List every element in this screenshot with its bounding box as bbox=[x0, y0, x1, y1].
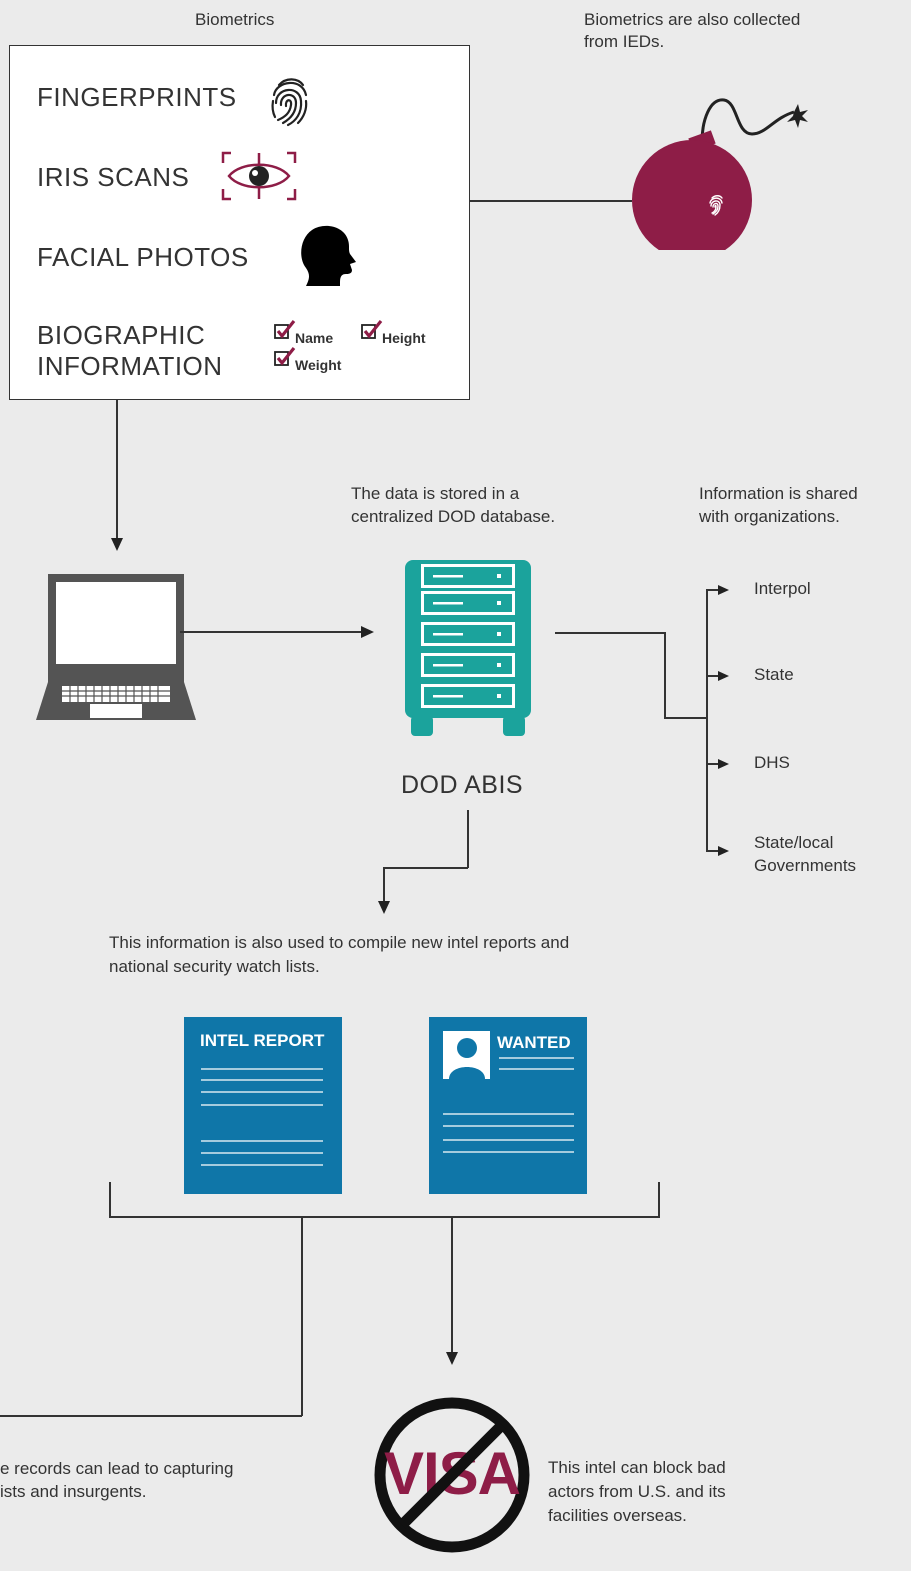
org-state: State bbox=[754, 665, 794, 684]
bomb-icon bbox=[628, 90, 813, 250]
org-dhs: DHS bbox=[754, 753, 790, 772]
arrow-right-icon bbox=[361, 625, 375, 639]
fingerprint-icon bbox=[268, 73, 312, 127]
reports-to-visa-line bbox=[451, 1216, 453, 1354]
biographic-label-line2: INFORMATION bbox=[37, 351, 223, 381]
org-state-local-line1: State/local bbox=[754, 833, 834, 852]
database-caption-line2: centralized DOD database. bbox=[351, 507, 556, 526]
capture-text-line1: e records can lead to capturing bbox=[0, 1459, 234, 1478]
arrow-right-icon bbox=[718, 670, 730, 682]
person-silhouette-icon bbox=[443, 1031, 574, 1153]
ied-caption-line2: from IEDs. bbox=[584, 32, 665, 51]
biometrics-box: FINGERPRINTS IRIS SCANS bbox=[9, 45, 470, 400]
block-text-line1: This intel can block bad bbox=[548, 1458, 726, 1477]
arrow-down-icon bbox=[377, 901, 391, 915]
weight-checkbox bbox=[274, 347, 296, 367]
document-lines-icon bbox=[201, 1068, 323, 1166]
db-to-orgs-line-a bbox=[555, 632, 665, 634]
reports-bracket-right bbox=[658, 1182, 660, 1217]
block-text-line2: actors from U.S. and its bbox=[548, 1482, 726, 1501]
wanted-title: WANTED bbox=[497, 1033, 571, 1052]
orgs-vertical-line bbox=[706, 589, 708, 851]
box-to-laptop-line bbox=[116, 400, 118, 540]
db-to-orgs-line-c bbox=[664, 717, 707, 719]
arrow-right-icon bbox=[718, 584, 730, 596]
laptop-icon bbox=[36, 574, 196, 720]
arrow-right-icon bbox=[718, 758, 730, 770]
arrow-down-icon bbox=[110, 538, 124, 552]
capture-horizontal-line bbox=[0, 1415, 302, 1417]
reports-to-capture-line bbox=[301, 1216, 303, 1416]
wanted-poster-document: WANTED bbox=[429, 1017, 587, 1194]
db-to-reports-line-b bbox=[383, 867, 468, 869]
org-interpol: Interpol bbox=[754, 579, 811, 598]
org-branch-line bbox=[706, 589, 720, 591]
intel-report-document: INTEL REPORT bbox=[184, 1017, 342, 1194]
org-branch-line bbox=[706, 675, 720, 677]
reports-bracket-left bbox=[109, 1182, 111, 1217]
intel-report-title: INTEL REPORT bbox=[200, 1031, 325, 1050]
fingerprints-label: FINGERPRINTS bbox=[37, 82, 237, 112]
laptop-to-database-line bbox=[180, 631, 363, 633]
reports-caption-line2: national security watch lists. bbox=[109, 957, 320, 976]
server-rack-icon bbox=[405, 560, 531, 738]
name-check-label: Name bbox=[295, 330, 334, 346]
ied-caption-line1: Biometrics are also collected bbox=[584, 10, 801, 29]
iris-scans-label: IRIS SCANS bbox=[37, 162, 190, 192]
name-checkbox bbox=[274, 320, 296, 340]
sharing-caption-line2: with organizations. bbox=[699, 507, 840, 526]
sharing-caption-line1: Information is shared bbox=[699, 484, 858, 503]
db-to-reports-line-a bbox=[467, 810, 469, 868]
reports-caption-line1: This information is also used to compile… bbox=[109, 933, 570, 952]
org-state-local-line2: Governments bbox=[754, 856, 857, 875]
arrow-down-icon bbox=[445, 1352, 459, 1366]
db-to-orgs-line-b bbox=[664, 632, 666, 718]
height-checkbox bbox=[361, 320, 383, 340]
reports-bracket-bottom bbox=[109, 1216, 660, 1218]
org-branch-line bbox=[706, 763, 720, 765]
dod-abis-label: DOD ABIS bbox=[401, 771, 524, 799]
visa-blocked-icon: VISA bbox=[372, 1395, 532, 1555]
weight-check-label: Weight bbox=[295, 357, 342, 373]
facial-photos-label: FACIAL PHOTOS bbox=[37, 242, 249, 272]
capture-text-line2: ists and insurgents. bbox=[0, 1482, 147, 1501]
checkbox-check-icon bbox=[274, 320, 296, 339]
database-caption-line1: The data is stored in a bbox=[351, 484, 520, 503]
db-to-reports-line-c bbox=[383, 867, 385, 903]
face-silhouette-icon bbox=[294, 222, 360, 288]
arrow-right-icon bbox=[718, 845, 730, 857]
biometrics-caption: Biometrics bbox=[195, 10, 275, 29]
iris-scan-icon bbox=[221, 151, 297, 201]
checkbox-check-icon bbox=[361, 320, 383, 339]
org-branch-line bbox=[706, 850, 720, 852]
block-text-line3: facilities overseas. bbox=[548, 1506, 687, 1525]
height-check-label: Height bbox=[382, 330, 426, 346]
biographic-label-line1: BIOGRAPHIC bbox=[37, 320, 206, 350]
checkbox-check-icon bbox=[274, 347, 296, 366]
box-to-bomb-connector bbox=[470, 200, 632, 202]
